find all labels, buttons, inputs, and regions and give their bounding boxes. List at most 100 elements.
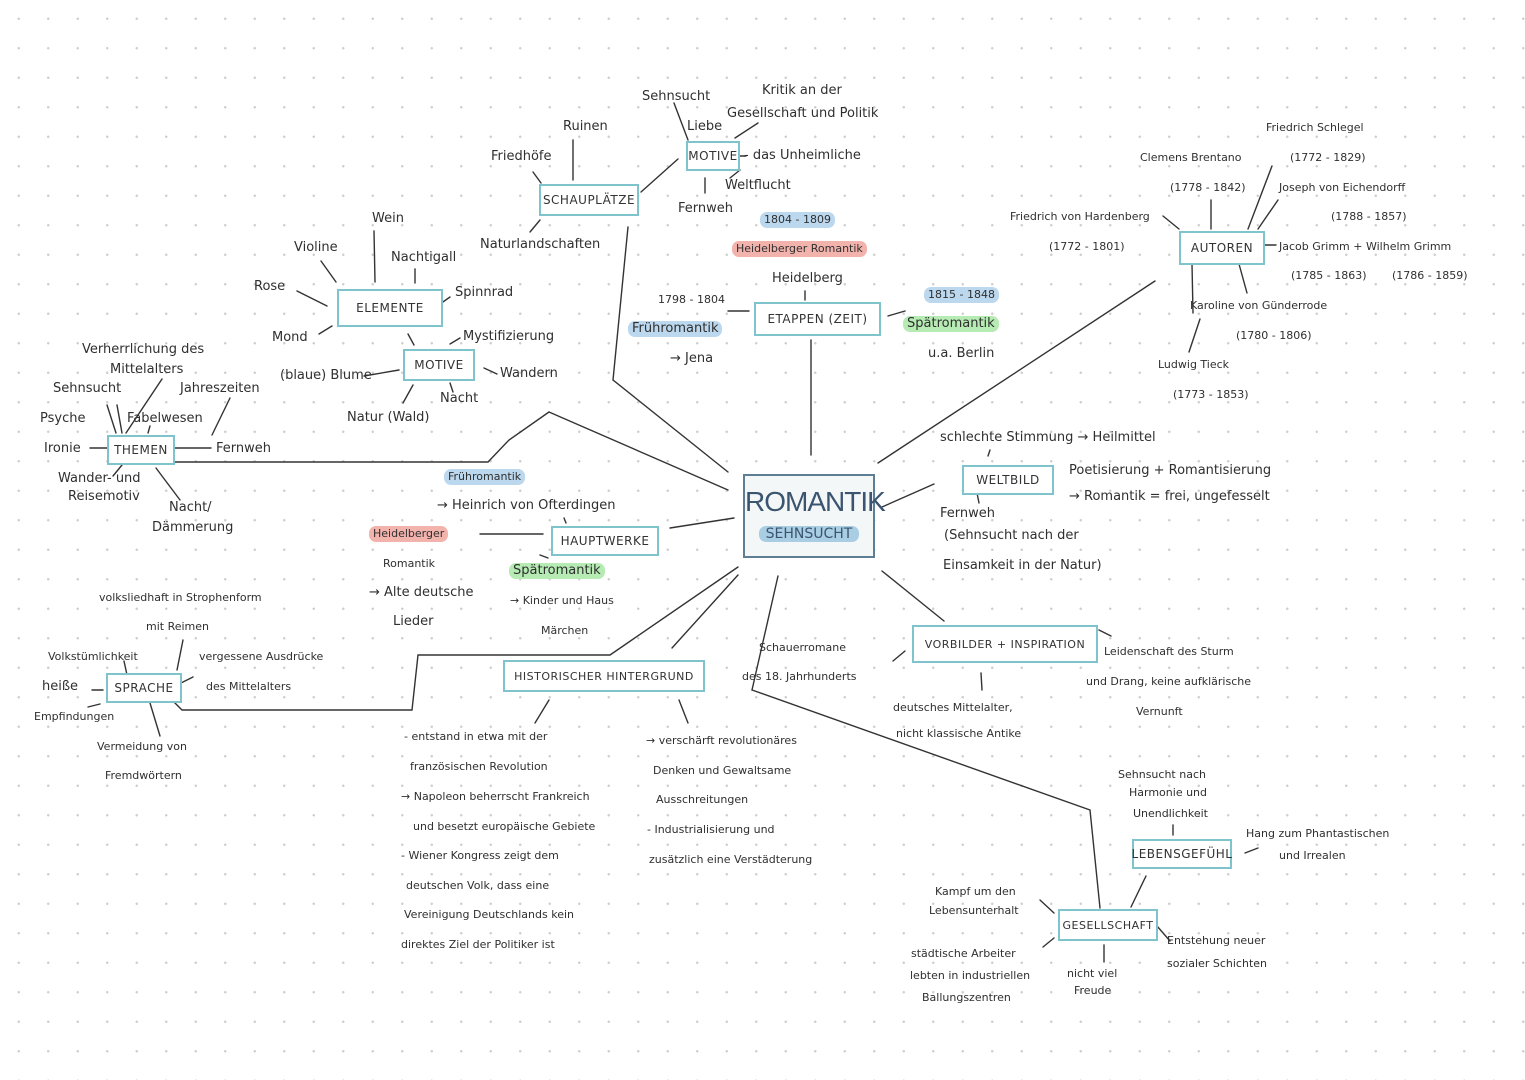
- historisch-left-item: - Wiener Kongress zeigt dem: [401, 849, 559, 862]
- sprache-item: heiße: [42, 679, 79, 694]
- autor-dates: (1772 - 1829): [1290, 151, 1366, 164]
- autor-dates: (1785 - 1863): [1291, 269, 1367, 282]
- weltbild-item: Einsamkeit in der Natur): [943, 558, 1102, 573]
- themen-item: Reisemotiv: [68, 489, 140, 504]
- node-hauptwerke[interactable]: HAUPTWERKE: [551, 526, 659, 556]
- autor-dates: (1772 - 1801): [1049, 240, 1125, 253]
- historisch-right-item: zusätzlich eine Verstädterung: [649, 853, 813, 866]
- themen-item: Verherrlichung des: [82, 342, 205, 357]
- node-schauplaetze[interactable]: SCHAUPLÄTZE: [539, 184, 639, 216]
- node-weltbild[interactable]: WELTBILD: [962, 465, 1054, 495]
- node-historischer-hintergrund[interactable]: HISTORISCHER HINTERGRUND: [503, 660, 705, 692]
- heidelberg-city: Heidelberg: [772, 271, 843, 286]
- gesellschaft-item: städtische Arbeiter: [911, 947, 1016, 960]
- spaet-city: u.a. Berlin: [928, 346, 995, 361]
- node-lebensgefuehl[interactable]: LEBENSGEFÜHL: [1132, 839, 1232, 869]
- hauptwerke-heidel: Heidelberger: [369, 526, 449, 542]
- spaet-label: Spätromantik: [903, 316, 999, 332]
- historisch-left-item: Vereinigung Deutschlands kein: [404, 908, 575, 921]
- autor-dates: (1788 - 1857): [1331, 210, 1407, 223]
- autor-name: Friedrich Schlegel: [1266, 121, 1364, 134]
- node-autoren[interactable]: AUTOREN: [1179, 231, 1265, 265]
- lebensgefuehl-item: Sehnsucht nach: [1118, 768, 1206, 781]
- autor-name: Friedrich von Hardenberg: [1010, 210, 1150, 223]
- themen-item: Ironie: [44, 441, 81, 456]
- motive-item: Weltflucht: [725, 178, 791, 193]
- hauptwerke-heidel-work: → Alte deutsche: [369, 585, 474, 600]
- node-themen[interactable]: THEMEN: [107, 435, 175, 465]
- motive-elemente-item: Mystifizierung: [463, 329, 555, 344]
- node-motive-top[interactable]: MOTIVE: [686, 141, 740, 171]
- gesellschaft-item: lebten in industriellen: [910, 969, 1031, 982]
- motive-item: Fernweh: [678, 201, 733, 216]
- node-motive-elemente[interactable]: MOTIVE: [403, 349, 475, 381]
- themen-item: Fernweh: [216, 441, 271, 456]
- hauptwerke-spaet-work: → Kinder und Haus: [510, 594, 614, 607]
- gesellschaft-item: sozialer Schichten: [1167, 957, 1268, 970]
- historisch-right-item: Denken und Gewaltsame: [653, 764, 792, 777]
- weltbild-item: schlechte Stimmung → Heilmittel: [940, 430, 1156, 445]
- elemente-item: Spinnrad: [455, 285, 514, 300]
- central-topic[interactable]: ROMANTIK SEHNSUCHT: [743, 474, 886, 558]
- autor-name: Jacob Grimm + Wilhelm Grimm: [1279, 240, 1452, 253]
- autor-name: Karoline von Günderrode: [1190, 299, 1328, 312]
- historisch-left-item: - entstand in etwa mit der: [404, 730, 548, 743]
- vorbilder-item: nicht klassische Antike: [896, 727, 1022, 740]
- heidelberg-years: 1804 - 1809: [760, 212, 835, 228]
- motive-elemente-item: Wandern: [500, 366, 558, 381]
- weltbild-item: Poetisierung + Romantisierung: [1069, 463, 1272, 478]
- gesellschaft-item: Entstehung neuer: [1167, 934, 1266, 947]
- frueh-city: → Jena: [670, 351, 714, 366]
- sprache-item: Vermeidung von: [97, 740, 187, 753]
- schauplatz-item: Naturlandschaften: [480, 237, 601, 252]
- autor-dates: (1773 - 1853): [1173, 388, 1249, 401]
- hauptwerke-heidel-work: Lieder: [393, 614, 434, 629]
- historisch-left-item: deutschen Volk, dass eine: [406, 879, 550, 892]
- gesellschaft-item: Freude: [1074, 984, 1112, 997]
- gesellschaft-item: Lebensunterhalt: [929, 904, 1019, 917]
- motive-item: Liebe: [687, 119, 723, 134]
- lebensgefuehl-item: Hang zum Phantastischen: [1246, 827, 1390, 840]
- sprache-item: Volkstümlichkeit: [48, 650, 138, 663]
- sprache-item: mit Reimen: [146, 620, 210, 633]
- themen-item: Jahreszeiten: [180, 381, 260, 396]
- themen-item: Dämmerung: [152, 520, 234, 535]
- themen-item: Fabelwesen: [127, 411, 203, 426]
- lebensgefuehl-item: und Irrealen: [1279, 849, 1346, 862]
- node-elemente[interactable]: ELEMENTE: [337, 289, 443, 327]
- motive-elemente-item: Natur (Wald): [347, 410, 430, 425]
- lebensgefuehl-item: Harmonie und: [1129, 786, 1208, 799]
- autor-name: Clemens Brentano: [1140, 151, 1242, 164]
- motive-elemente-item: (blaue) Blume: [280, 368, 372, 383]
- themen-item: Sehnsucht: [53, 381, 122, 396]
- motive-item: Kritik an der: [762, 83, 842, 98]
- vorbilder-item: deutsches Mittelalter,: [893, 701, 1013, 714]
- historisch-left-item: und besetzt europäische Gebiete: [413, 820, 596, 833]
- historisch-left-item: → Napoleon beherrscht Frankreich: [401, 790, 590, 803]
- sprache-item: Empfindungen: [34, 710, 115, 723]
- hauptwerke-heidel-2: Romantik: [383, 557, 436, 570]
- historisch-right-item: → verschärft revolutionäres: [646, 734, 797, 747]
- vorbilder-item: des 18. Jahrhunderts: [742, 670, 857, 683]
- weltbild-item: (Sehnsucht nach der: [944, 528, 1079, 543]
- autor-dates: (1780 - 1806): [1236, 329, 1312, 342]
- historisch-right-item: Ausschreitungen: [656, 793, 749, 806]
- autor-dates: (1786 - 1859): [1392, 269, 1468, 282]
- vorbilder-item: und Drang, keine aufklärische: [1086, 675, 1251, 688]
- motive-item: - das Unheimliche: [744, 148, 861, 163]
- vorbilder-item: Schauerromane: [759, 641, 847, 654]
- node-gesellschaft[interactable]: GESELLSCHAFT: [1058, 909, 1158, 941]
- gesellschaft-item: nicht viel: [1067, 967, 1118, 980]
- themen-item: Nacht/: [169, 500, 212, 515]
- node-sprache[interactable]: SPRACHE: [106, 673, 182, 703]
- themen-item: Wander- und: [58, 471, 141, 486]
- node-etappen[interactable]: ETAPPEN (ZEIT): [754, 302, 881, 336]
- spaet-years: 1815 - 1848: [924, 287, 999, 303]
- frueh-years: 1798 - 1804: [658, 293, 725, 306]
- elemente-item: Rose: [254, 279, 286, 294]
- node-vorbilder-inspiration[interactable]: VORBILDER + INSPIRATION: [912, 625, 1098, 663]
- central-subtitle: SEHNSUCHT: [759, 526, 859, 542]
- lebensgefuehl-item: Unendlichkeit: [1133, 807, 1208, 820]
- elemente-item: Mond: [272, 330, 308, 345]
